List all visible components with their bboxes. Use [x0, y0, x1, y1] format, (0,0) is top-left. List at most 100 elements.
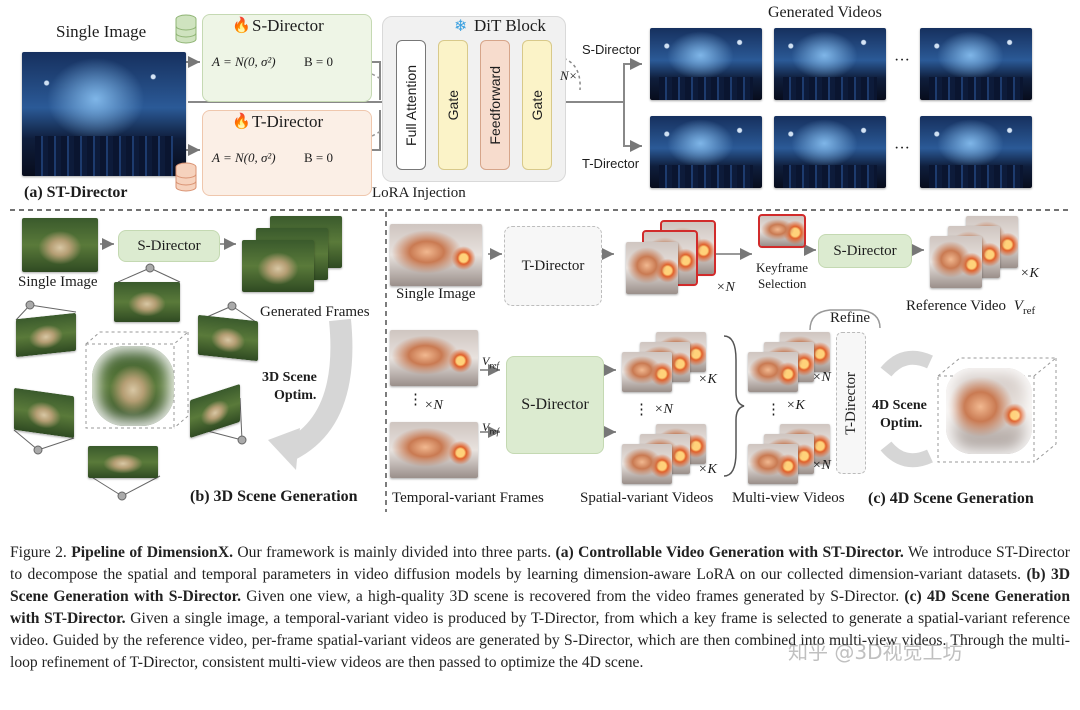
s-director-b-formula: B = 0	[304, 54, 334, 69]
s-director-lora-box	[202, 14, 372, 102]
panel-a-label: (a) ST-Director	[24, 184, 128, 201]
snowflake-icon: ❄	[454, 16, 468, 35]
camera-view-left	[16, 312, 76, 358]
generated-frames-label: Generated Frames	[260, 304, 370, 320]
vdots-spatial: ⋮	[634, 402, 649, 418]
rabbit-input-image	[22, 218, 98, 272]
temporal-frame-top	[390, 330, 478, 386]
camera-view-right	[198, 314, 258, 362]
caption-part-b-title: (b) 3D Scene Generation with S-Director.	[10, 566, 1071, 605]
single-image-label-b: Single Image	[18, 274, 98, 290]
optim-3d-line1: 3D Scene	[262, 370, 317, 385]
optim-4d-line1: 4D Scene	[872, 398, 927, 413]
s-director-a-formula: A = N(0, σ²)	[212, 54, 276, 69]
caption-part-b-text: Given one view, a high-quality 3D scene …	[246, 588, 900, 605]
gate-block-1: Gate	[438, 40, 468, 170]
n-times-label: N×	[560, 68, 578, 83]
spatial-video-top-front	[622, 352, 672, 392]
optim-curve-arrow-3d	[284, 318, 353, 460]
refine-label: Refine	[830, 310, 870, 326]
camera-view-bottom	[88, 446, 158, 478]
multiview-top-front	[748, 352, 798, 392]
temporal-variant-label: Temporal-variant Frames	[392, 490, 544, 506]
reference-video-frame-front	[930, 236, 982, 288]
vref-label-bottom: Vref	[482, 420, 500, 437]
t-director-title-a: T-Director	[252, 112, 324, 131]
caption-part-a-title: (a) Controllable Video Generation with S…	[555, 544, 904, 561]
generated-video-t-frame-3	[920, 116, 1032, 188]
temporal-video-frame-front	[626, 242, 678, 294]
optim-3d-line2: Optim.	[274, 388, 317, 403]
flame-icon-s: 🔥	[232, 16, 251, 34]
generated-frame-front	[242, 240, 314, 292]
keyframe-label-2: Selection	[758, 276, 807, 291]
caption-figure-label: Figure 2.	[10, 544, 67, 561]
keyframe-image	[758, 214, 806, 248]
t-director-lora-box	[202, 110, 372, 196]
temporal-frame-bottom	[390, 422, 478, 478]
times-n-multiview-bottom: ×N	[812, 458, 831, 473]
caption-part-c-text: Given a single image, a temporal-variant…	[10, 610, 1071, 671]
caption-intro: Our framework is mainly divided into thr…	[237, 544, 552, 561]
caption-part-c-title: (c) 4D Scene Generation with ST-Director…	[10, 588, 1070, 627]
times-k-multiview: ×K	[786, 398, 805, 413]
s-director-pill-b: S-Director	[118, 230, 220, 262]
database-icon-green	[175, 14, 197, 44]
times-k-reference: ×K	[1020, 266, 1039, 281]
t-director-vertical-box: T-Director	[836, 332, 866, 474]
t-director-pill-c: T-Director	[504, 226, 602, 306]
vdots-multiview: ⋮	[766, 402, 781, 418]
s-director-pill-c-top: S-Director	[818, 234, 912, 268]
spatial-video-bottom-front	[622, 444, 672, 484]
times-n-temporal-frames: ×N	[424, 398, 443, 413]
times-n-spatial: ×N	[654, 402, 673, 417]
feedforward-block: Feedforward	[480, 40, 510, 170]
reconstructed-3d-scene	[92, 346, 174, 426]
keyframe-label-1: Keyframe	[756, 260, 808, 275]
panel-c-label: (c) 4D Scene Generation	[868, 490, 1034, 507]
panel-b-label: (b) 3D Scene Generation	[190, 488, 358, 505]
times-k-spatial-bottom: ×K	[698, 462, 717, 477]
generated-video-s-frame-3	[920, 28, 1032, 100]
single-image-label-a: Single Image	[56, 22, 147, 41]
t-director-branch-label: T-Director	[582, 156, 640, 171]
ellipsis-s: ···	[894, 52, 910, 69]
multiview-bottom-front	[748, 444, 798, 484]
vdots-temporal: ⋮	[408, 392, 423, 408]
multi-view-label: Multi-view Videos	[732, 490, 845, 506]
watermark: 知乎 @3D视觉工坊	[788, 640, 963, 664]
lora-injection-label: LoRA Injection	[372, 185, 466, 201]
s-director-branch-label: S-Director	[582, 42, 641, 57]
single-image-label-c: Single Image	[396, 286, 476, 302]
generated-video-s-frame-2	[774, 28, 886, 100]
caption-title: Pipeline of DimensionX.	[71, 544, 233, 561]
girl-input-image	[390, 224, 482, 286]
generated-video-s-frame-1	[650, 28, 762, 100]
whale-input-image	[22, 52, 186, 176]
figure-caption: Figure 2. Pipeline of DimensionX. Our fr…	[10, 542, 1070, 674]
database-icon-orange	[175, 162, 197, 192]
generated-video-t-frame-1	[650, 116, 762, 188]
reconstructed-4d-scene	[946, 368, 1032, 454]
full-attention-block: Full Attention	[396, 40, 426, 170]
s-director-title-a: S-Director	[252, 16, 324, 35]
times-k-spatial-top: ×K	[698, 372, 717, 387]
caption-part-a-text: We introduce ST-Director to decompose th…	[10, 544, 1070, 583]
spatial-variant-label: Spatial-variant Videos	[580, 490, 714, 506]
camera-view-top	[114, 282, 180, 322]
t-director-a-formula: A = N(0, σ²)	[212, 150, 276, 165]
vref-label-top: Vref	[482, 354, 500, 371]
optim-4d-line2: Optim.	[880, 416, 923, 431]
dit-block-title: DiT Block	[474, 16, 546, 35]
t-director-b-formula: B = 0	[304, 150, 334, 165]
flame-icon-t: 🔥	[232, 112, 251, 130]
generated-video-t-frame-2	[774, 116, 886, 188]
gate-block-2: Gate	[522, 40, 552, 170]
generated-videos-label: Generated Videos	[768, 4, 882, 21]
times-n-temporal: ×N	[716, 280, 735, 295]
times-n-multiview-top: ×N	[812, 370, 831, 385]
camera-view-bottom-left	[14, 387, 74, 439]
ellipsis-t: ···	[894, 140, 910, 157]
s-director-pill-c-mid: S-Director	[506, 356, 604, 454]
reference-video-label: Reference Video Vref	[906, 298, 1036, 317]
